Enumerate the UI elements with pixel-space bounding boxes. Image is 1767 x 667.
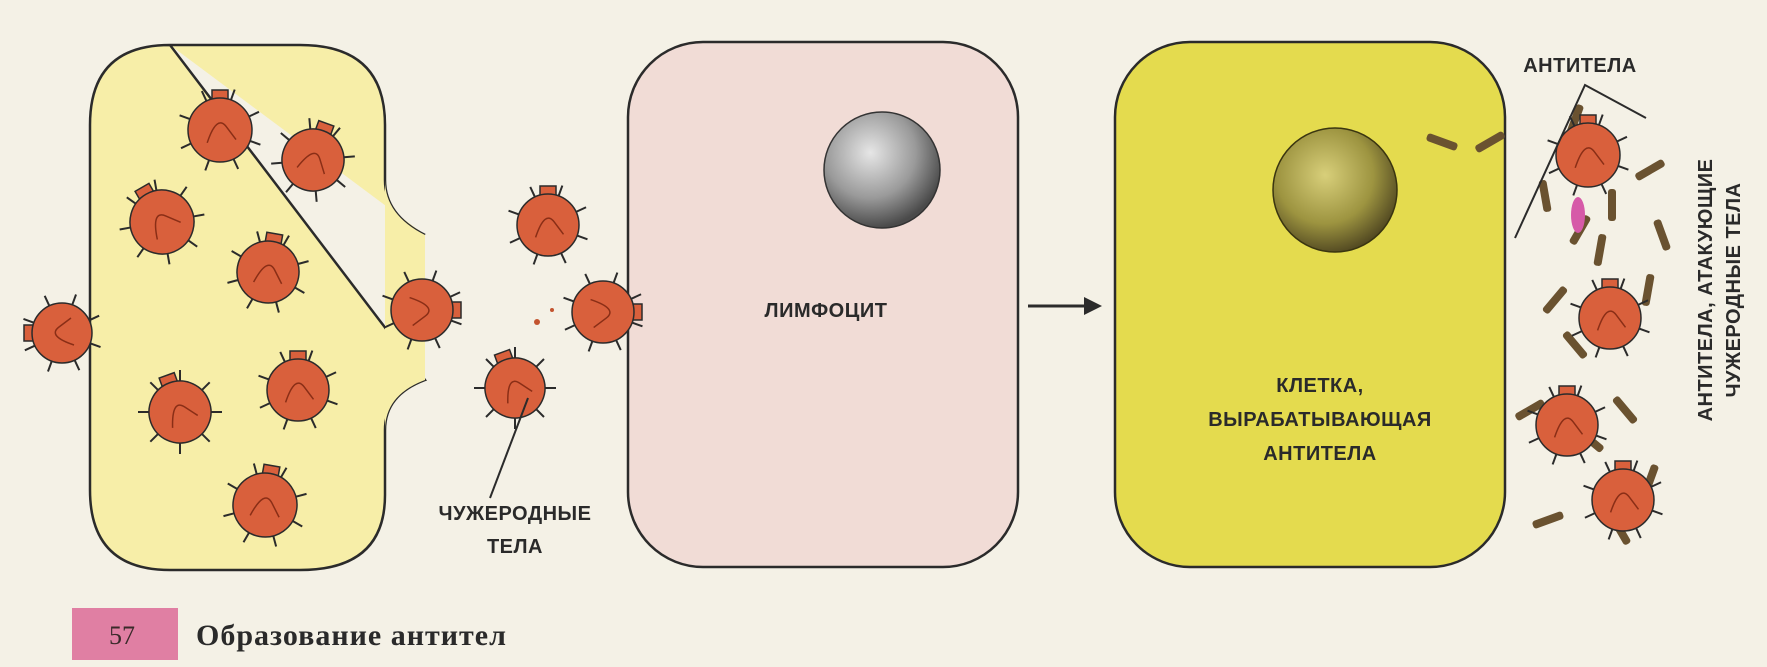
- foreign-body: [509, 186, 588, 265]
- label-antibody-cell-2: ВЫРАБАТЫВАЮЩАЯ: [1208, 409, 1432, 431]
- antibody-producing-cell: [1115, 42, 1505, 567]
- antibody-cell-nucleus: [1273, 128, 1397, 252]
- label-antibody-cell-1: КЛЕТКА,: [1276, 375, 1364, 397]
- label-attacking-1: АНТИТЕЛА, АТАКУЮЩИЕ: [1695, 159, 1717, 422]
- foreign-body: [1528, 386, 1607, 465]
- foreign-body: [1571, 279, 1650, 358]
- label-foreign-bodies-2: ТЕЛА: [487, 536, 543, 558]
- antibody: [1542, 285, 1569, 315]
- debris-dot: [550, 308, 554, 312]
- label-antibodies: АНТИТЕЛА: [1523, 55, 1637, 77]
- transformation-arrow: [1028, 297, 1102, 315]
- label-lymphocyte: ЛИМФОЦИТ: [765, 300, 888, 322]
- caption-number: 57: [109, 621, 135, 650]
- antibody: [1593, 234, 1606, 267]
- label-foreign-bodies-1: ЧУЖЕРОДНЫЕ: [439, 503, 592, 525]
- antibody: [1634, 159, 1666, 182]
- antibody: [1608, 189, 1616, 221]
- antibody: [1653, 219, 1671, 252]
- debris-dot: [534, 319, 540, 325]
- antibody: [1612, 395, 1639, 425]
- label-antibody-cell-3: АНТИТЕЛА: [1263, 443, 1377, 465]
- caption-text: Образование антител: [196, 619, 507, 652]
- foreign-body: [466, 339, 565, 438]
- label-attacking-2: ЧУЖЕРОДНЫЕ ТЕЛА: [1723, 183, 1745, 398]
- lymphocyte-nucleus: [824, 112, 940, 228]
- lysis-spot: [1571, 197, 1585, 233]
- foreign-body: [1548, 115, 1629, 196]
- antibody: [1532, 511, 1565, 529]
